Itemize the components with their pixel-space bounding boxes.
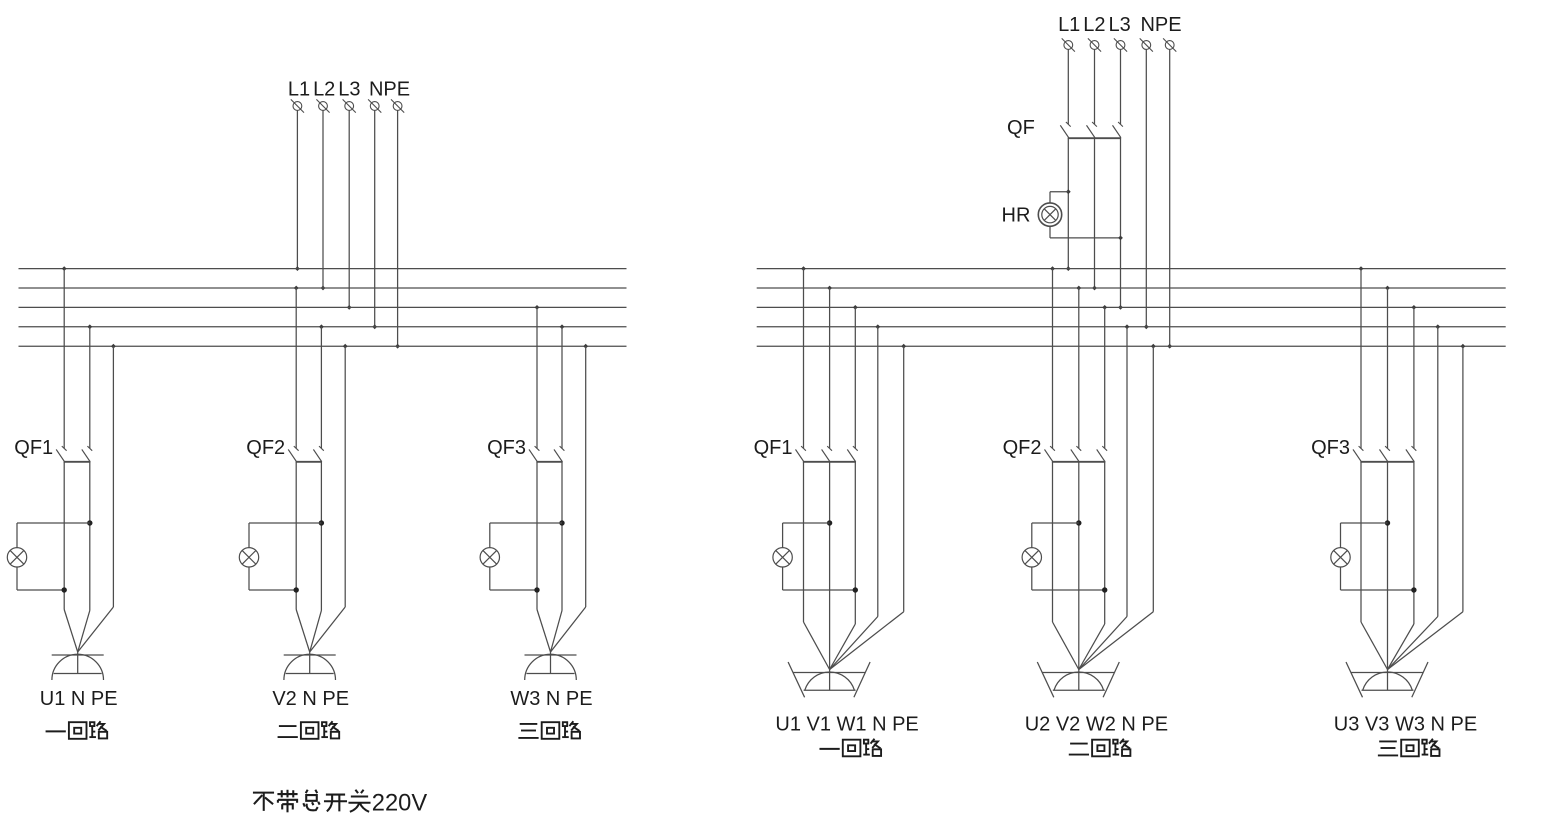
svg-text:U1 N PE: U1 N PE: [40, 688, 118, 710]
svg-text:QF3: QF3: [1311, 437, 1350, 459]
svg-text:QF1: QF1: [754, 437, 793, 459]
svg-text:U2 V2 W2 N PE: U2 V2 W2 N PE: [1025, 713, 1168, 735]
svg-text:W3 N PE: W3 N PE: [510, 688, 592, 710]
svg-text:L3: L3: [1108, 14, 1130, 36]
svg-text:L2: L2: [1083, 14, 1105, 36]
svg-text:QF1: QF1: [14, 437, 53, 459]
svg-text:QF: QF: [1007, 117, 1035, 139]
svg-text:QF2: QF2: [246, 437, 285, 459]
svg-text:U3 V3 W3 N PE: U3 V3 W3 N PE: [1334, 713, 1477, 735]
svg-text:NPE: NPE: [369, 79, 410, 101]
svg-text:L1: L1: [1058, 14, 1080, 36]
svg-text:QF3: QF3: [487, 437, 526, 459]
svg-text:L3: L3: [338, 79, 360, 101]
svg-text:U1 V1 W1 N PE: U1 V1 W1 N PE: [775, 713, 918, 735]
svg-text:NPE: NPE: [1140, 14, 1181, 36]
svg-text:L1: L1: [288, 79, 310, 101]
svg-text:220V: 220V: [372, 790, 428, 816]
svg-text:QF2: QF2: [1003, 437, 1042, 459]
svg-text:V2 N PE: V2 N PE: [272, 688, 349, 710]
svg-text:L2: L2: [313, 79, 335, 101]
svg-text:HR: HR: [1002, 205, 1031, 227]
